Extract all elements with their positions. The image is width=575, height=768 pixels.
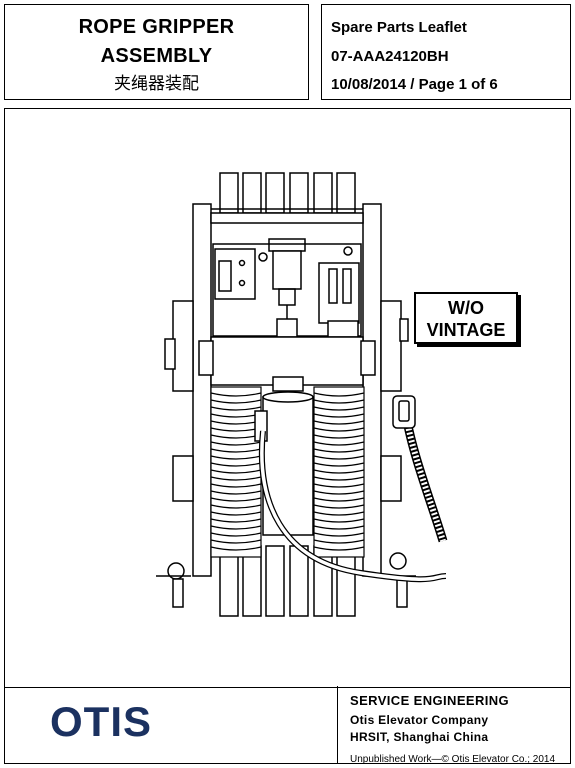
spring-coil <box>313 427 365 432</box>
company-location: HRSIT, Shanghai China <box>350 730 489 744</box>
spring-coil <box>313 469 365 474</box>
vintage-label: W/O VINTAGE <box>414 292 518 344</box>
footer <box>4 686 571 764</box>
gripper-housing <box>198 336 376 392</box>
spring-coil <box>313 532 365 537</box>
spring-coil <box>210 497 262 502</box>
copyright-notice: Unpublished Work—© Otis Elevator Co.; 20… <box>350 754 556 765</box>
spring-coil <box>313 413 365 418</box>
actuator-mechanism <box>212 238 362 338</box>
spring-coil <box>210 490 262 495</box>
spring-coil <box>210 532 262 537</box>
footer-info: SERVICE ENGINEERING Otis Elevator Compan… <box>350 693 555 765</box>
spring-coil <box>313 392 365 397</box>
spring-coil <box>313 483 365 488</box>
otis-logo: OTIS <box>50 698 153 745</box>
document-title-chinese: 夹绳器装配 <box>114 74 199 94</box>
spring-coil <box>313 462 365 467</box>
spring-coil <box>210 511 262 516</box>
spring-coil <box>210 462 262 467</box>
rope-rods-top <box>219 172 356 214</box>
vintage-label-line1: W/O <box>448 298 484 318</box>
spring-coil <box>210 441 262 446</box>
spring-coil <box>313 518 365 523</box>
spring-coil <box>313 455 365 460</box>
spring-coil <box>313 490 365 495</box>
spring-coil <box>313 434 365 439</box>
spring-coil <box>313 504 365 509</box>
spring-coil <box>210 469 262 474</box>
drawing-frame: W/O VINTAGE <box>4 108 571 688</box>
date-and-page: 10/08/2014 / Page 1 of 6 <box>331 76 498 93</box>
company-name: Otis Elevator Company <box>350 713 489 727</box>
spring-coil <box>210 399 262 404</box>
footer-divider <box>337 686 338 764</box>
springs <box>210 386 365 558</box>
spring-coil <box>210 525 262 530</box>
spring-coil <box>313 406 365 411</box>
spring-coil <box>313 441 365 446</box>
spring-coil <box>210 392 262 397</box>
spring-coil <box>313 511 365 516</box>
document-title-line1: ROPE GRIPPER <box>78 16 235 38</box>
spring-coil <box>313 420 365 425</box>
spring-coil <box>313 546 365 551</box>
spring-coil <box>210 546 262 551</box>
vintage-label-line2: VINTAGE <box>426 320 506 340</box>
document-type: Spare Parts Leaflet <box>331 19 467 36</box>
spring-coil <box>210 483 262 488</box>
rope-gripper-drawing <box>156 172 448 617</box>
spring-coil <box>313 476 365 481</box>
metadata-box: Spare Parts Leaflet 07-AAA24120BH 10/08/… <box>321 4 571 100</box>
spring-coil <box>313 525 365 530</box>
document-title-line2: ASSEMBLY <box>100 45 213 67</box>
spring-coil <box>313 399 365 404</box>
spring-coil <box>210 455 262 460</box>
spring-coil <box>210 504 262 509</box>
spring-coil <box>210 448 262 453</box>
cable <box>258 395 448 583</box>
document-number: 07-AAA24120BH <box>331 48 449 65</box>
spring-coil <box>313 497 365 502</box>
spring-coil <box>313 448 365 453</box>
department-name: SERVICE ENGINEERING <box>350 693 510 708</box>
side-brackets <box>156 300 416 608</box>
spring-coil <box>210 539 262 544</box>
spring-coil <box>210 476 262 481</box>
title-box: ROPE GRIPPER ASSEMBLY 夹绳器装配 <box>4 4 309 100</box>
spring-coil <box>313 539 365 544</box>
spring-coil <box>210 406 262 411</box>
spring-coil <box>210 518 262 523</box>
